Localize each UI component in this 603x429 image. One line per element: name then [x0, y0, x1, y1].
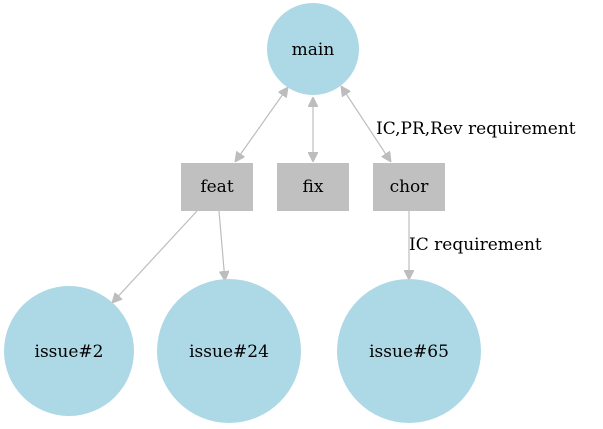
node-feat-label: feat [200, 177, 233, 197]
edge-main-chor [341, 86, 391, 162]
node-issue65: issue#65 [337, 279, 481, 423]
node-fix: fix [277, 163, 349, 211]
node-chor-shape [373, 163, 445, 211]
node-issue2-shape [4, 286, 134, 416]
node-issue2: issue#2 [4, 286, 134, 416]
edge-label-chor-issue65: IC requirement [409, 235, 542, 255]
node-chor-label: chor [390, 177, 430, 197]
edge-feat-issue2 [112, 210, 198, 303]
node-issue24-label: issue#24 [189, 342, 269, 362]
node-feat-shape [181, 163, 253, 211]
node-chor: chor [373, 163, 445, 211]
node-fix-label: fix [303, 177, 324, 197]
edge-label-main-chor: IC,PR,Rev requirement [376, 119, 576, 139]
node-issue65-shape [337, 279, 481, 423]
edge-main-feat [235, 87, 288, 162]
node-main: main [267, 3, 359, 95]
node-issue24-shape [157, 279, 301, 423]
node-feat: feat [181, 163, 253, 211]
node-issue24: issue#24 [157, 279, 301, 423]
edge-labels: IC,PR,Rev requirement IC requirement [376, 119, 576, 255]
edges [112, 86, 409, 303]
node-main-label: main [292, 40, 335, 60]
node-main-shape [267, 3, 359, 95]
node-issue2-label: issue#2 [35, 342, 104, 362]
edge-feat-issue24 [218, 210, 225, 281]
node-fix-shape [277, 163, 349, 211]
node-issue65-label: issue#65 [369, 342, 449, 362]
